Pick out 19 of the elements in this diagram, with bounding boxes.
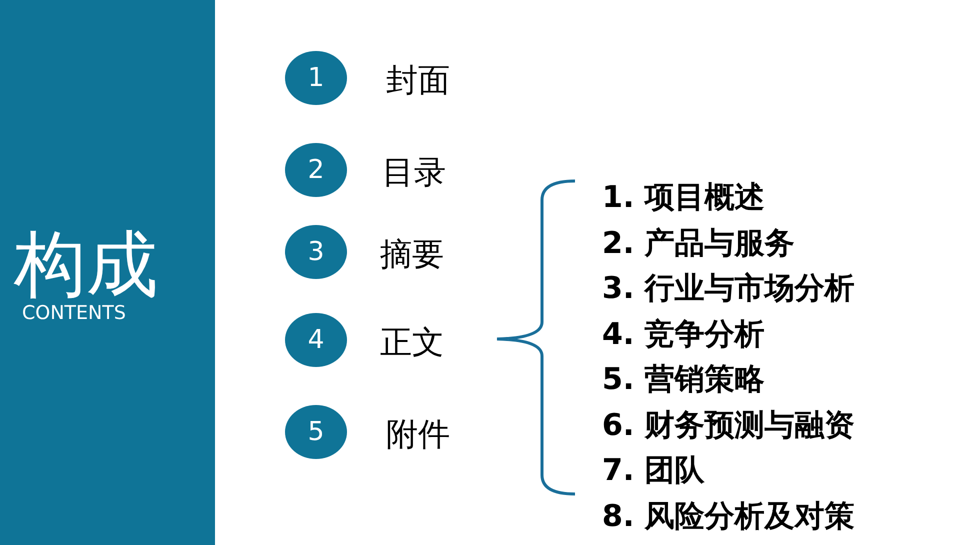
- number-text: 2: [308, 155, 324, 185]
- list-item: 4. 竞争分析: [602, 316, 765, 354]
- side-panel: [0, 0, 215, 545]
- section-label: 附件: [386, 414, 450, 455]
- list-item: 2. 产品与服务: [602, 224, 795, 262]
- list-item: 6. 财务预测与融资: [602, 406, 855, 444]
- list-item: 3. 行业与市场分析: [602, 270, 855, 308]
- number-text: 1: [308, 63, 324, 93]
- section-label: 封面: [386, 60, 450, 101]
- number-text: 4: [308, 325, 324, 355]
- number-text: 5: [308, 417, 324, 447]
- number-text: 3: [308, 237, 324, 267]
- list-item: 7. 团队: [602, 452, 705, 490]
- section-label: 摘要: [380, 234, 444, 275]
- list-item: 5. 营销策略: [602, 361, 765, 399]
- list-item: 8. 风险分析及对策: [602, 498, 855, 536]
- list-item: 1. 项目概述: [602, 179, 765, 217]
- section-label: 正文: [380, 322, 444, 363]
- section-label: 目录: [382, 152, 446, 193]
